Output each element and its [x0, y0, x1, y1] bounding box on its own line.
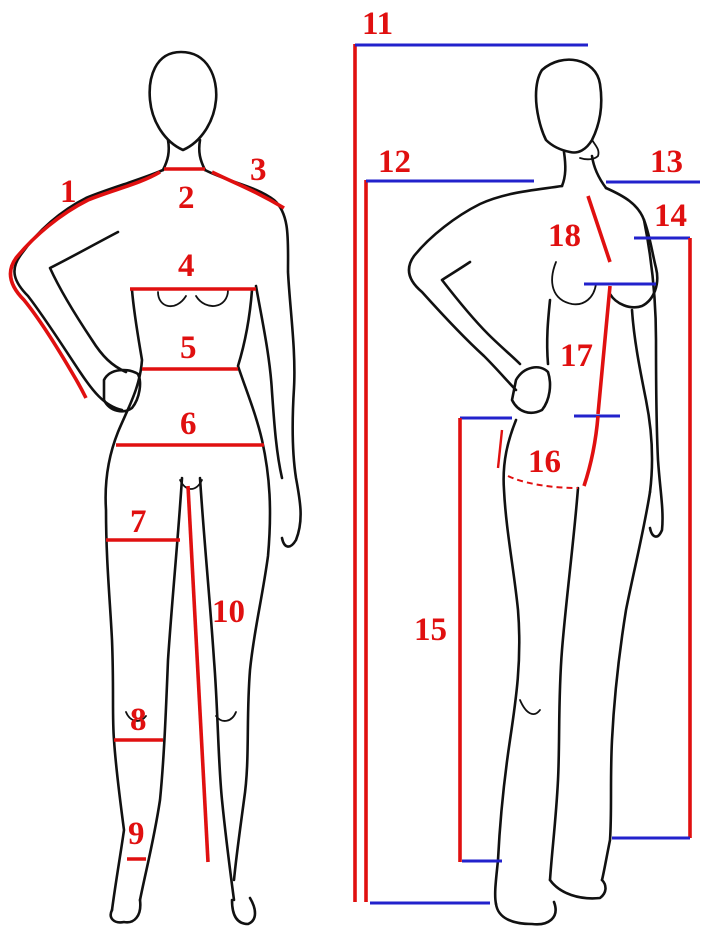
label-9: 9: [128, 816, 145, 852]
label-2: 2: [178, 180, 195, 216]
label-7: 7: [130, 504, 147, 540]
label-15: 15: [414, 612, 447, 648]
label-14: 14: [654, 198, 687, 234]
label-13: 13: [650, 144, 683, 180]
label-1: 1: [60, 174, 77, 210]
label-18: 18: [548, 218, 581, 254]
measure-line-16-back-tick: [498, 430, 502, 468]
side-figure: [409, 60, 663, 925]
label-6: 6: [180, 406, 197, 442]
label-4: 4: [178, 248, 195, 284]
measure-line-17-bust-waist: [598, 286, 610, 414]
label-3: 3: [250, 152, 267, 188]
label-10: 10: [212, 594, 245, 630]
number-labels: 1 2 3 4 5 6 7 8 9 10 11 12 13 14 15 16 1…: [60, 6, 687, 852]
measure-line-16-hip-curve: [584, 416, 598, 486]
measure-line-1-shoulder-arm: [10, 172, 160, 398]
measure-line-3-shoulder: [212, 172, 284, 208]
label-11: 11: [362, 6, 393, 42]
label-16: 16: [528, 444, 561, 480]
label-8: 8: [130, 702, 147, 738]
label-17: 17: [560, 338, 593, 374]
label-12: 12: [378, 144, 411, 180]
label-5: 5: [180, 330, 197, 366]
measure-line-18-shoulder-bust: [588, 196, 610, 262]
